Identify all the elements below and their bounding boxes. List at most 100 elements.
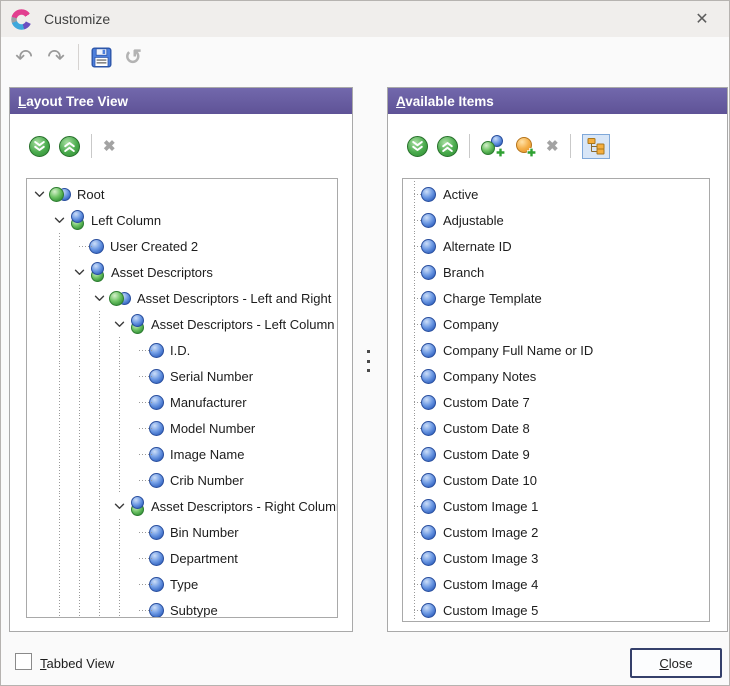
close-button[interactable]: Close (630, 648, 722, 678)
list-item[interactable]: Adjustable (403, 207, 709, 233)
list-item[interactable]: Custom Image 5 (403, 597, 709, 621)
tree-item[interactable]: Asset Descriptors - Left Column (27, 311, 337, 337)
available-items-toolbar: ✖ (407, 132, 610, 160)
expander-chevron[interactable] (111, 311, 127, 337)
list-item[interactable]: Custom Image 1 (403, 493, 709, 519)
tree-item[interactable]: Left Column (27, 207, 337, 233)
save-button[interactable] (88, 44, 114, 70)
tree-guide-line (59, 285, 60, 311)
toolbar-separator (91, 134, 92, 158)
tree-item[interactable]: Model Number (27, 415, 337, 441)
tree-item[interactable]: Subtype (27, 597, 337, 618)
delete-button[interactable]: ✖ (546, 137, 559, 155)
list-item[interactable]: Active (403, 181, 709, 207)
tree-item[interactable]: Manufacturer (27, 389, 337, 415)
tree-guide-line (79, 363, 80, 389)
delete-button[interactable]: ✖ (103, 137, 116, 155)
undo-arrow-icon: ↶ (15, 45, 33, 69)
list-item-label: Branch (443, 264, 485, 280)
tree-view-toggle-button[interactable] (581, 133, 610, 159)
undo-button[interactable]: ↶ (11, 44, 37, 70)
revert-arrow-icon: ↺ (124, 45, 142, 69)
list-item[interactable]: Custom Image 3 (403, 545, 709, 571)
add-item-button[interactable] (481, 135, 506, 157)
expander-chevron[interactable] (91, 285, 107, 311)
tree-item-label: Type (170, 576, 199, 592)
list-item-label: Company (443, 316, 499, 332)
move-up-button[interactable] (59, 135, 80, 157)
tree-item[interactable]: I.D. (27, 337, 337, 363)
tree-guide-line (119, 415, 120, 441)
tree-guide-line (59, 519, 60, 545)
chevron-down-icon (34, 191, 44, 197)
list-item[interactable]: Custom Date 9 (403, 441, 709, 467)
list-item-label: Custom Date 10 (443, 472, 537, 488)
tree-item-label: Image Name (170, 446, 245, 462)
list-item-label: Custom Date 8 (443, 420, 530, 436)
tree-guide-line (59, 467, 60, 493)
floppy-disk-icon (91, 47, 112, 68)
close-window-button[interactable]: ✕ (695, 11, 709, 28)
tree-guide-line (79, 519, 80, 545)
tree-item-label: Subtype (170, 602, 218, 618)
tree-item[interactable]: Asset Descriptors - Left and Right (27, 285, 337, 311)
tree-guide-line (99, 441, 100, 467)
item-ball-icon (421, 212, 436, 228)
revert-button[interactable]: ↺ (120, 44, 146, 70)
list-item[interactable]: Company Notes (403, 363, 709, 389)
tree-guide-line (79, 545, 80, 571)
tree-guide-stub (414, 532, 422, 533)
list-item-label: Adjustable (443, 212, 504, 228)
move-up-button[interactable] (437, 135, 458, 157)
list-item[interactable]: Custom Date 10 (403, 467, 709, 493)
tabbed-view-checkbox[interactable] (15, 653, 32, 670)
expander-chevron[interactable] (111, 493, 127, 519)
list-item[interactable]: Company Full Name or ID (403, 337, 709, 363)
tree-item-label: Left Column (91, 212, 162, 228)
panel-splitter-handle[interactable] (366, 350, 371, 372)
tree-guide-line (59, 259, 60, 285)
tree-item[interactable]: Asset Descriptors - Right Column (27, 493, 337, 519)
tree-item-label: Asset Descriptors - Left Column (151, 316, 335, 332)
tree-item[interactable]: Image Name (27, 441, 337, 467)
expander-chevron[interactable] (51, 207, 67, 233)
tree-item[interactable]: Serial Number (27, 363, 337, 389)
tree-item[interactable]: Asset Descriptors (27, 259, 337, 285)
redo-button[interactable]: ↷ (43, 44, 69, 70)
list-item[interactable]: Company (403, 311, 709, 337)
tree-guide-stub (414, 376, 422, 377)
tree-item[interactable]: User Created 2 (27, 233, 337, 259)
move-down-button[interactable] (407, 135, 428, 157)
tabbed-view-label[interactable]: Tabbed View (40, 656, 115, 671)
tree-item[interactable]: Bin Number (27, 519, 337, 545)
tree-item[interactable]: Department (27, 545, 337, 571)
list-item[interactable]: Alternate ID (403, 233, 709, 259)
list-item[interactable]: Custom Image 2 (403, 519, 709, 545)
tree-guide-stub (414, 428, 422, 429)
tree-guide-line (79, 467, 80, 493)
expander-chevron[interactable] (71, 259, 87, 285)
tree-item[interactable]: Crib Number (27, 467, 337, 493)
tree-item[interactable]: Root (27, 181, 337, 207)
tree-item-label: Bin Number (170, 524, 239, 540)
tree-item[interactable]: Type (27, 571, 337, 597)
tree-item-label: Department (170, 550, 238, 566)
tree-guide-stub (414, 584, 422, 585)
list-item-label: Alternate ID (443, 238, 512, 254)
tree-guide-stub (414, 194, 422, 195)
list-item[interactable]: Charge Template (403, 285, 709, 311)
add-category-button[interactable] (515, 135, 537, 157)
move-down-button[interactable] (29, 135, 50, 157)
list-item[interactable]: Custom Date 8 (403, 415, 709, 441)
double-chevron-icon (412, 140, 423, 151)
tree-guide-line (119, 363, 120, 389)
list-item[interactable]: Branch (403, 259, 709, 285)
tree-guide-line (59, 337, 60, 363)
list-item[interactable]: Custom Image 4 (403, 571, 709, 597)
item-ball-icon (421, 264, 436, 280)
list-item[interactable]: Custom Date 7 (403, 389, 709, 415)
expander-chevron[interactable] (31, 181, 47, 207)
tree-guide-line (79, 415, 80, 441)
